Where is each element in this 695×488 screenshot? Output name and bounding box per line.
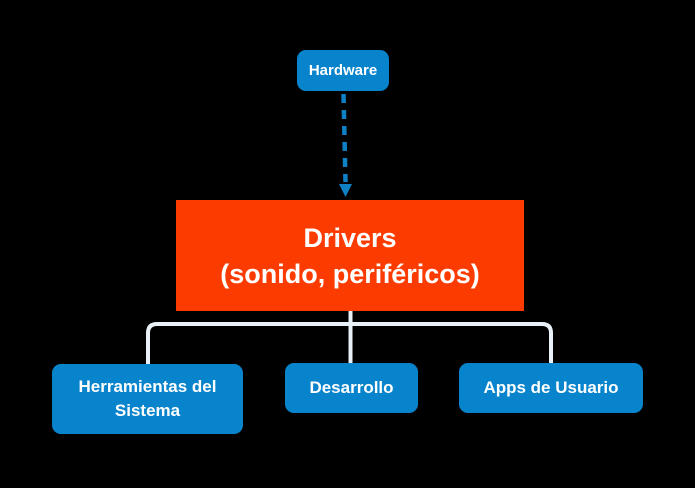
node-hardware: Hardware bbox=[297, 50, 389, 91]
node-hardware-label: Hardware bbox=[308, 62, 378, 79]
node-herramientas-del-sistema-label: Herramientas del Sistema bbox=[78, 377, 217, 420]
hardware-to-drivers-arrowhead bbox=[339, 184, 352, 197]
drivers-branch-rail bbox=[146, 322, 553, 364]
node-drivers: Drivers (sonido, periféricos) bbox=[176, 200, 524, 311]
node-desarrollo: Desarrollo bbox=[285, 363, 418, 413]
node-drivers-label-line1: Drivers bbox=[303, 222, 397, 253]
hardware-to-drivers-dashed-line bbox=[341, 93, 348, 183]
node-desarrollo-label: Desarrollo bbox=[309, 378, 394, 397]
node-drivers-label-line2: (sonido, periféricos) bbox=[220, 258, 480, 289]
node-apps-de-usuario-label: Apps de Usuario bbox=[483, 378, 619, 397]
node-apps-de-usuario: Apps de Usuario bbox=[459, 363, 643, 413]
node-herramientas-del-sistema: Herramientas del Sistema bbox=[52, 364, 243, 434]
